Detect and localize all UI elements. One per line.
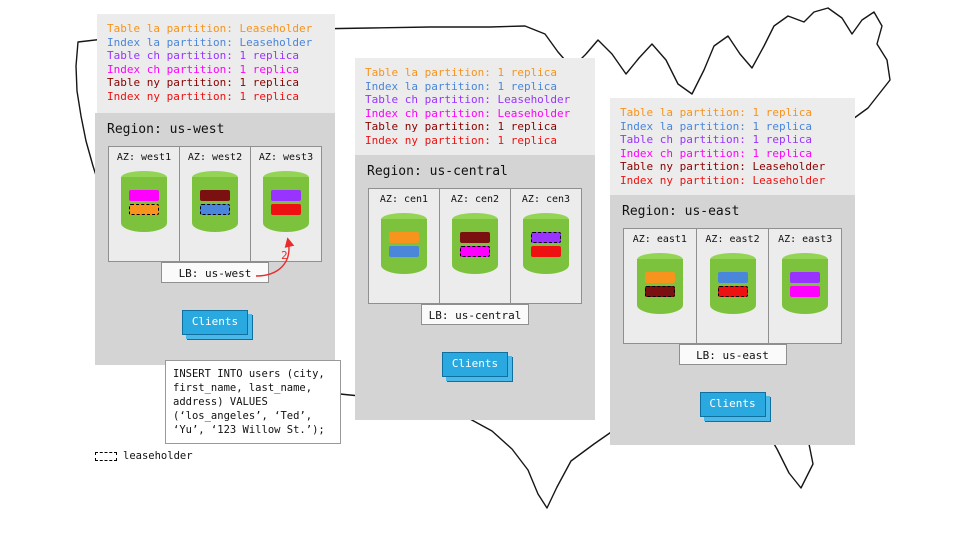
- database-cylinder: [782, 253, 829, 315]
- az-west2: AZ: west2: [180, 147, 251, 261]
- legend-line: Table la partition: 1 replica: [620, 106, 813, 119]
- az-label: AZ: cen3: [521, 194, 571, 205]
- az-west1: AZ: west1: [109, 147, 180, 261]
- az-cen2: AZ: cen2: [440, 189, 511, 303]
- partition-replica-bar: [460, 246, 490, 257]
- partition-replica-bar: [129, 204, 159, 215]
- database-cylinder: [381, 213, 427, 275]
- legend-line: Table ny partition: Leaseholder: [620, 160, 826, 174]
- partition-replica-bar: [389, 232, 419, 243]
- az-label: AZ: east1: [632, 234, 687, 245]
- legend-line: Index ch partition: 1 replica: [620, 146, 813, 160]
- legend-line: Index ny partition: Leaseholder: [620, 173, 826, 187]
- region-title: Region: us-east: [622, 204, 740, 219]
- az-east2: AZ: east2: [697, 229, 770, 343]
- partition-replica-bar: [531, 232, 561, 243]
- region-panel-us-west: Region: us-west AZ: west1 AZ: west2: [95, 113, 335, 365]
- clients-button[interactable]: Clients: [699, 392, 766, 417]
- legend-line: Table ny partition: 1 replica: [365, 120, 558, 134]
- legend-line: Table ny partition: 1 replica: [107, 76, 300, 90]
- az-container: AZ: east1 AZ: east2 AZ: east3: [623, 228, 842, 344]
- az-east1: AZ: east1: [624, 229, 697, 343]
- database-cylinder: [709, 253, 756, 315]
- database-cylinder: [263, 171, 309, 233]
- legend-line: Index la partition: Leaseholder: [107, 35, 313, 49]
- az-label: AZ: west2: [187, 152, 243, 163]
- partition-replica-bar: [644, 272, 675, 283]
- load-balancer-us-central: LB: us-central: [421, 304, 529, 325]
- region-panel-us-east: Region: us-east AZ: east1 AZ: east2: [610, 195, 855, 445]
- az-label: AZ: east3: [778, 234, 833, 245]
- database-cylinder: [121, 171, 167, 233]
- load-balancer-us-east: LB: us-east: [678, 344, 787, 365]
- legend-line: Table ch partition: 1 replica: [620, 133, 813, 147]
- partition-replica-bar: [790, 286, 821, 297]
- legend-line: Index ch partition: 1 replica: [107, 62, 300, 76]
- az-container: AZ: cen1 AZ: cen2 AZ: cen3: [368, 188, 582, 304]
- partition-replica-bar: [389, 246, 419, 257]
- clients-button[interactable]: Clients: [442, 352, 508, 377]
- region-title: Region: us-central: [367, 164, 508, 179]
- legend-line: Table ch partition: 1 replica: [107, 49, 300, 63]
- legend-line: Index ny partition: 1 replica: [365, 133, 558, 147]
- az-label: AZ: west1: [116, 152, 172, 163]
- az-east3: AZ: east3: [769, 229, 841, 343]
- az-label: AZ: cen1: [379, 194, 429, 205]
- database-cylinder: [192, 171, 238, 233]
- partition-replica-bar: [790, 272, 821, 283]
- az-label: AZ: cen2: [450, 194, 500, 205]
- sql-insert-note: INSERT INTO users (city, first_name, las…: [165, 360, 341, 444]
- az-container: AZ: west1 AZ: west2 AZ: west3: [108, 146, 322, 262]
- legend-line: Table la partition: Leaseholder: [107, 22, 313, 35]
- partition-replica-bar: [531, 246, 561, 257]
- legend-line: Index ch partition: Leaseholder: [365, 106, 571, 120]
- region-title: Region: us-west: [107, 122, 225, 137]
- partition-replica-bar: [200, 190, 230, 201]
- legend-us-west: Table la partition: Leaseholder Index la…: [97, 14, 335, 113]
- az-cen1: AZ: cen1: [369, 189, 440, 303]
- legend-line: Index ny partition: 1 replica: [107, 89, 300, 103]
- partition-replica-bar: [200, 204, 230, 215]
- partition-replica-bar: [271, 204, 301, 215]
- database-cylinder: [636, 253, 683, 315]
- partition-replica-bar: [129, 190, 159, 201]
- az-label: AZ: east2: [705, 234, 760, 245]
- region-panel-us-central: Region: us-central AZ: cen1 AZ: cen2: [355, 155, 595, 420]
- legend-us-east: Table la partition: 1 replica Index la p…: [610, 98, 855, 195]
- leaseholder-key: leaseholder: [95, 450, 193, 462]
- database-cylinder: [523, 213, 569, 275]
- leaseholder-key-label: leaseholder: [123, 450, 193, 462]
- az-west3: AZ: west3: [251, 147, 321, 261]
- partition-replica-bar: [644, 286, 675, 297]
- partition-replica-bar: [271, 190, 301, 201]
- partition-replica-bar: [460, 232, 490, 243]
- database-cylinder: [452, 213, 498, 275]
- leaseholder-swatch-icon: [95, 451, 117, 461]
- legend-line: Table ch partition: Leaseholder: [365, 93, 571, 107]
- clients-button[interactable]: Clients: [182, 310, 248, 335]
- load-balancer-us-west: LB: us-west: [161, 262, 269, 283]
- partition-replica-bar: [717, 272, 748, 283]
- legend-us-central: Table la partition: 1 replica Index la p…: [355, 58, 595, 155]
- az-label: AZ: west3: [258, 152, 314, 163]
- legend-line: Table la partition: 1 replica: [365, 66, 558, 79]
- partition-replica-bar: [717, 286, 748, 297]
- legend-line: Index la partition: 1 replica: [365, 79, 558, 93]
- az-cen3: AZ: cen3: [511, 189, 581, 303]
- legend-line: Index la partition: 1 replica: [620, 119, 813, 133]
